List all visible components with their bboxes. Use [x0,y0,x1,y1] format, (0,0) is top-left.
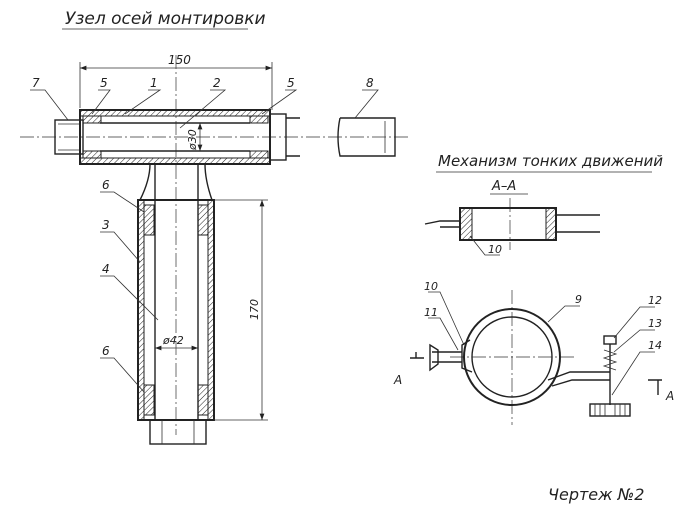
label-1: 1 [150,76,158,90]
label-6-top: 6 [102,178,110,192]
label-10-clamp: 10 [424,280,438,293]
dim-170: 170 [248,299,261,320]
label-11: 11 [424,306,438,319]
mechanism-title: Механизм тонких движений [438,152,663,170]
label-6-bottom: 6 [102,344,110,358]
section-title: А–А [491,179,516,194]
cut-marker-a-left: А [393,373,402,387]
label-9: 9 [575,293,582,306]
label-7: 7 [32,76,40,90]
dim-dia-30: ø30 [186,129,199,151]
axle-assembly [20,55,410,445]
section-view [424,198,600,256]
dim-150: 150 [168,53,191,67]
label-5-right: 5 [287,76,295,90]
label-8: 8 [366,76,374,90]
label-3: 3 [102,218,110,232]
drawing-number: Чертеж №2 [548,485,644,504]
main-title: Узел осей монтировки [65,9,266,29]
label-2: 2 [213,76,221,90]
dim-dia-42: ø42 [162,334,184,347]
label-14: 14 [648,339,662,352]
cut-marker-a-right: А [665,389,674,403]
clamp-view [410,290,662,425]
label-13: 13 [648,317,662,330]
label-5-left: 5 [100,76,108,90]
label-10-section: 10 [488,243,502,256]
label-4: 4 [102,262,110,276]
label-12: 12 [648,294,662,307]
